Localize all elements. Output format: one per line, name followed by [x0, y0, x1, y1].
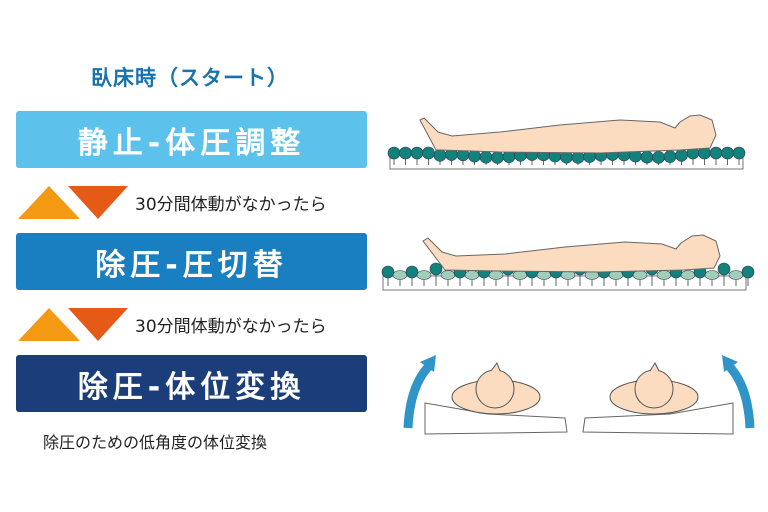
air-cell [429, 262, 443, 276]
air-cell [405, 265, 419, 279]
air-cell [491, 151, 504, 164]
air-cell [440, 270, 456, 280]
wedge-cushion [582, 402, 734, 435]
tilt-right [582, 355, 755, 435]
air-cell [709, 146, 723, 160]
head-top-view [475, 369, 515, 409]
curved-arrow-icon [403, 361, 434, 429]
air-cell [464, 270, 480, 280]
triangle-down-icon [68, 186, 128, 219]
transition-arrows-1 [18, 186, 128, 219]
air-cell [488, 270, 504, 280]
arrow-head [722, 355, 738, 372]
air-cell [704, 270, 720, 280]
air-cell [381, 265, 395, 279]
air-cell [410, 146, 424, 160]
transition-note-2: 30分間体動がなかったら [135, 317, 327, 337]
air-cell [392, 270, 408, 280]
air-cell [433, 149, 447, 162]
air-cell [663, 150, 677, 163]
curved-arrow-icon [724, 361, 755, 429]
air-cell [652, 151, 665, 164]
caption: 除圧のための低角度の体位変換 [43, 433, 268, 452]
air-cell [399, 146, 412, 160]
triangle-down-icon [68, 308, 128, 341]
step-static-pressure-adjust: 静止-体圧調整 [16, 111, 367, 168]
air-cell [728, 270, 744, 280]
air-cell [632, 270, 648, 280]
air-cell [680, 270, 696, 280]
transition-note-1: 30分間体動がなかったら [135, 195, 327, 215]
step-pressure-switch: 除圧-圧切替 [16, 233, 367, 290]
head-top-view [634, 369, 674, 409]
air-cell [717, 262, 731, 276]
air-cell [732, 146, 746, 160]
body-lying-1 [419, 114, 717, 154]
air-cell [721, 146, 734, 160]
air-cell [422, 146, 435, 160]
air-cell [479, 150, 493, 164]
air-cell [656, 270, 672, 280]
body-lying-2 [422, 234, 721, 273]
air-cell [416, 270, 432, 280]
arrow-head [420, 355, 436, 372]
transition-arrows-2 [18, 308, 128, 341]
air-cell [675, 148, 688, 162]
air-cell [468, 149, 481, 163]
page-title: 臥床時（スタート） [91, 66, 289, 90]
air-cell [512, 270, 528, 280]
air-cell [387, 146, 401, 160]
tilt-left [403, 355, 568, 435]
air-cell [741, 265, 755, 279]
triangle-up-icon [18, 186, 80, 219]
step-position-change: 除圧-体位変換 [16, 355, 367, 412]
air-cell [640, 150, 654, 164]
triangle-up-icon [18, 308, 80, 341]
